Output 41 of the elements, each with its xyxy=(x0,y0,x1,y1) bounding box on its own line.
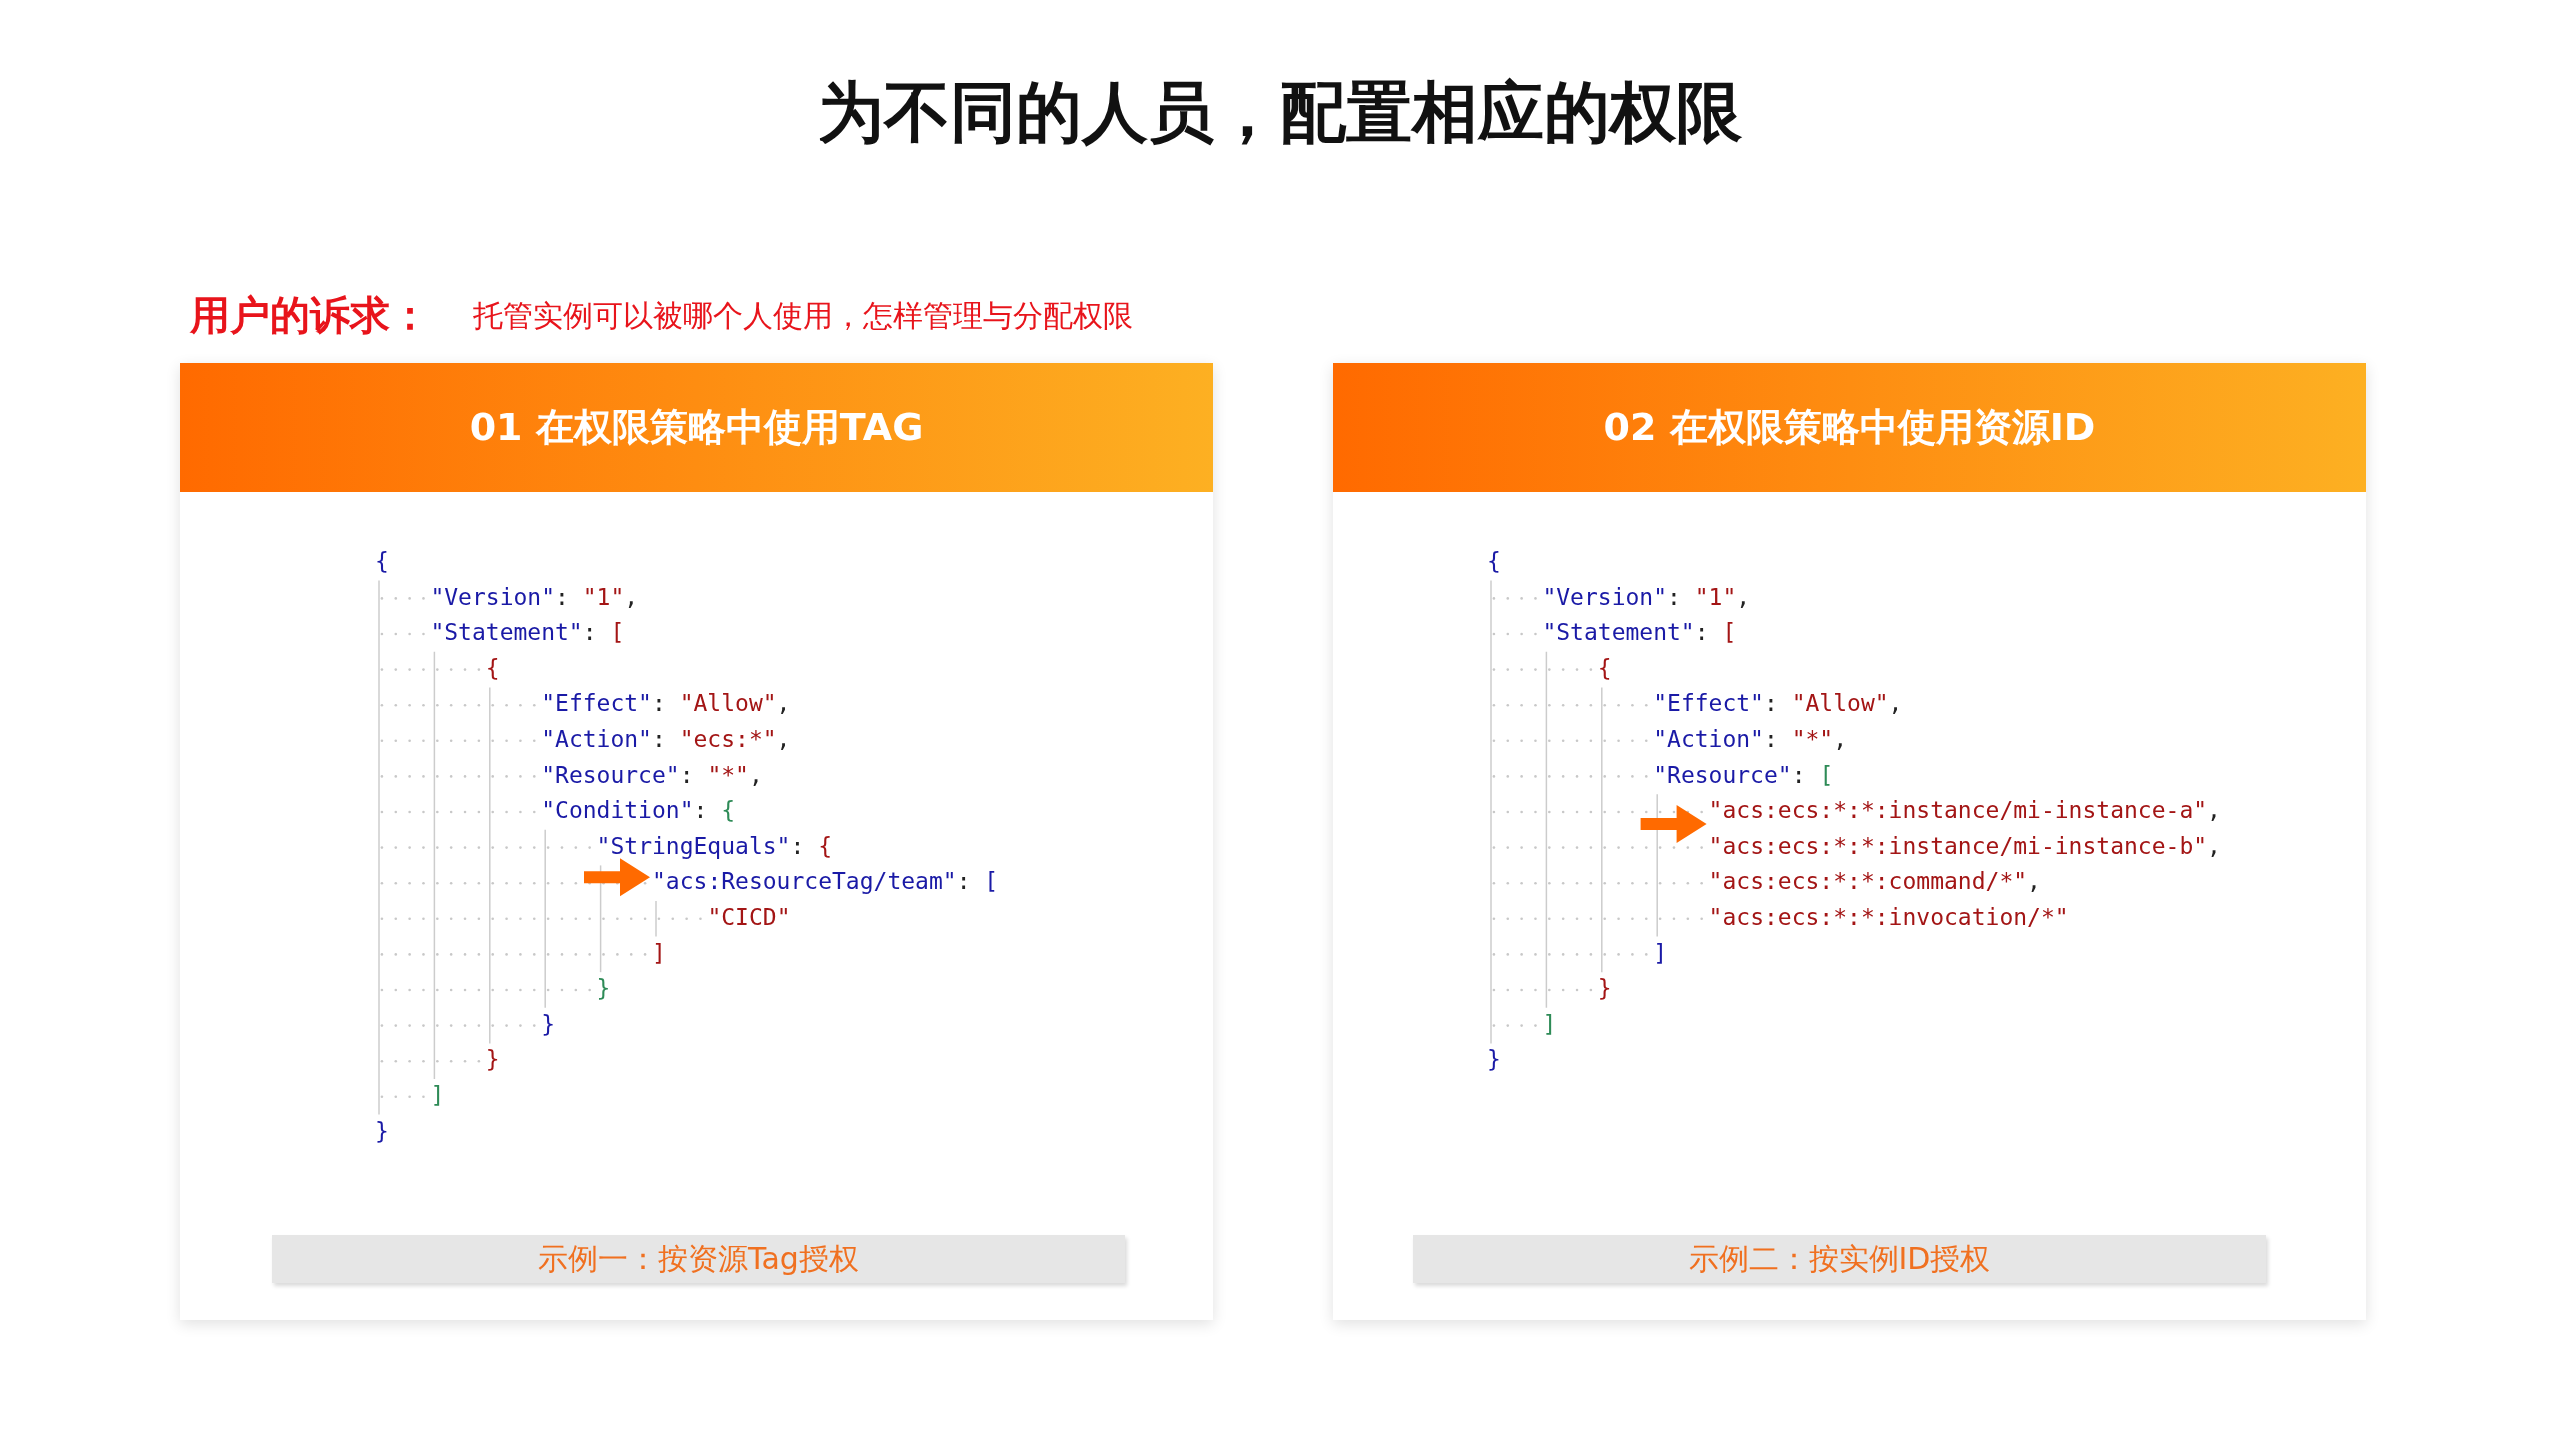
code-line: "Version": "1", xyxy=(1542,582,1751,612)
requirement-text: 托管实例可以被哪个人使用，怎样管理与分配权限 xyxy=(473,297,1133,335)
code-line: "Statement": [ xyxy=(1542,618,1737,648)
code-line: "acs:ecs:*:*:invocation/*" xyxy=(1708,903,2069,932)
code-line: } xyxy=(375,1116,389,1146)
code-line: { xyxy=(375,547,389,576)
code-line: "Action": "*", xyxy=(1653,725,1848,754)
code-line: ] xyxy=(430,1081,445,1110)
requirement-heading: 用户的诉求： xyxy=(190,291,430,340)
code-line: } xyxy=(485,1045,500,1075)
code-line: { xyxy=(1487,547,1501,576)
code-line: "Resource": [ xyxy=(1653,760,1834,790)
code-line: } xyxy=(541,1009,556,1039)
panel-card xyxy=(1333,363,2366,1320)
code-line: ] xyxy=(1653,938,1668,968)
code-line: "acs:ecs:*:*:instance/mi-instance-b", xyxy=(1708,831,2221,861)
example-caption: 示例二：按实例ID授权 xyxy=(1413,1235,2266,1283)
code-line: "acs:ecs:*:*:command/*", xyxy=(1708,867,2041,897)
code-line: ] xyxy=(1542,1009,1557,1039)
panel-card xyxy=(180,363,1213,1320)
panel-header: 01 在权限策略中使用TAG xyxy=(180,363,1213,492)
code-line: } xyxy=(596,974,611,1004)
example-caption: 示例一：按资源Tag授权 xyxy=(272,1235,1125,1283)
code-line: "StringEquals": { xyxy=(596,831,833,861)
code-line: "Condition": { xyxy=(541,796,736,826)
code-line: { xyxy=(1597,653,1612,683)
code-line: "Statement": [ xyxy=(430,618,625,648)
code-line: } xyxy=(1487,1045,1501,1075)
code-line: "Version": "1", xyxy=(430,582,639,612)
panel-header: 02 在权限策略中使用资源ID xyxy=(1333,363,2366,492)
code-line: "Action": "ecs:*", xyxy=(541,725,791,754)
code-line: "Resource": "*", xyxy=(541,760,763,790)
code-line: "Effect": "Allow", xyxy=(1653,689,1903,719)
code-line: "CICD" xyxy=(707,903,791,932)
code-line: ] xyxy=(652,938,666,968)
code-line: "acs:ResourceTag/team": [ xyxy=(652,867,999,897)
code-line: } xyxy=(1597,974,1612,1004)
code-line: "acs:ecs:*:*:instance/mi-instance-a", xyxy=(1708,796,2221,826)
code-line: "Effect": "Allow", xyxy=(541,689,791,719)
slide-title: 为不同的人员，配置相应的权限 xyxy=(817,73,1743,153)
code-line: { xyxy=(485,653,500,683)
